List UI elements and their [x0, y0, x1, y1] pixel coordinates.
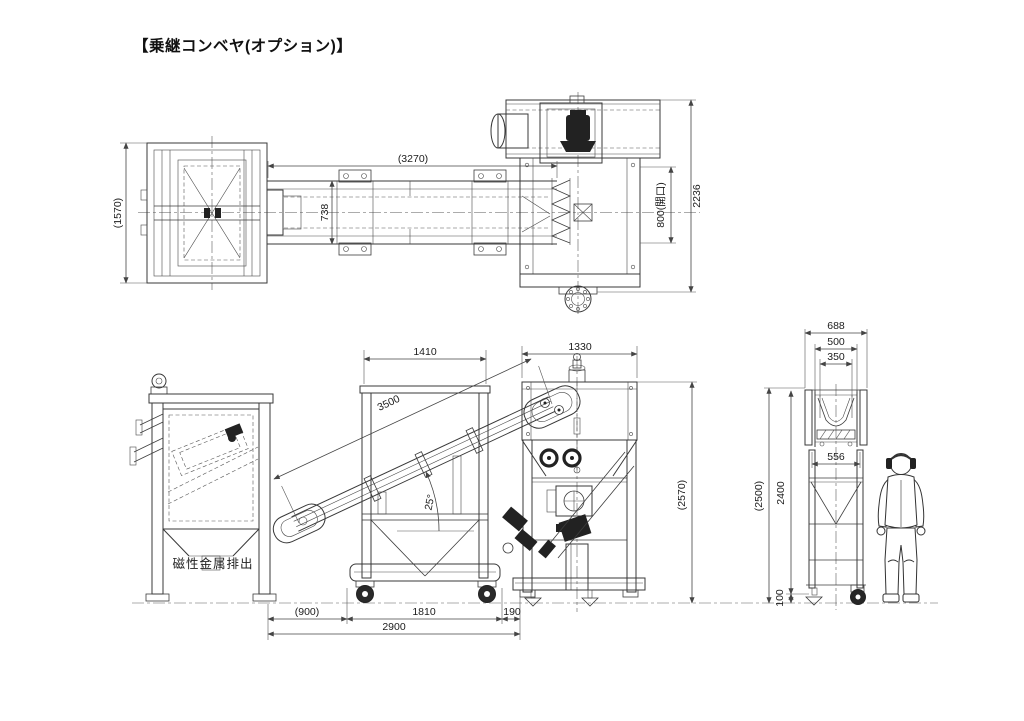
dim-chute-width: 350 [827, 351, 845, 363]
dim-station-height: (2570) [676, 480, 688, 510]
worker-hand [916, 526, 926, 536]
dim-separator-width: (1570) [112, 198, 124, 228]
dim-overall-width: 688 [827, 320, 845, 332]
magnetic-discharge-label: 磁性金属排出 [172, 556, 253, 571]
worker-boot [902, 593, 920, 603]
dim-incline-angle: 25° [423, 493, 438, 511]
ear-protector-icon [886, 458, 892, 469]
dim-conveyor-length: (3270) [398, 153, 428, 165]
dim-wheel-span: 1810 [412, 606, 436, 618]
ear-protector-icon [910, 458, 916, 469]
dim-left-span: (900) [295, 606, 320, 618]
dim-hopper-width: 1330 [568, 341, 592, 353]
front-elevation: 磁性金属排出 [129, 341, 938, 640]
drive-motor-icon [560, 110, 596, 152]
dim-frame-width: 1410 [413, 346, 437, 358]
dim-frame-height: 2400 [775, 481, 787, 505]
plan-transfer-conveyor [266, 169, 557, 256]
worker-hand [876, 526, 886, 536]
dim-frame-width-side: 556 [827, 451, 845, 463]
plan-hopper-station [490, 95, 661, 313]
plan-view: (1570) (3270) 738 2236 800(開口) [112, 92, 703, 316]
worker-legs [884, 527, 918, 595]
hopper-station-front [502, 353, 646, 612]
dim-upper-width: 500 [827, 336, 845, 348]
inclined-conveyor [272, 385, 581, 544]
dim-caster-height: 100 [774, 589, 786, 607]
front-left-separator: 磁性金属排出 [129, 373, 277, 602]
dim-rear-span: 190 [503, 606, 521, 618]
worker-boot [882, 593, 900, 603]
dim-belt-length: 3500 [376, 393, 402, 414]
dim-total-span: 2900 [382, 621, 406, 633]
plan-left-separator [140, 142, 268, 284]
dim-overall-height: (2500) [753, 481, 765, 511]
dim-conveyor-width: 738 [319, 204, 331, 222]
plan-dimensions: (1570) (3270) 738 2236 800(開口) [112, 99, 703, 293]
worker-figure [876, 453, 926, 603]
dim-station-depth: 2236 [691, 184, 703, 208]
dim-opening: 800(開口) [655, 182, 667, 228]
side-dimensions: 688 500 350 556 (2500) 2400 100 [753, 320, 868, 607]
drawing-title: 【乗継コンベヤ(オプション)】 [133, 36, 352, 55]
side-elevation: 688 500 350 556 (2500) 2400 100 [753, 320, 868, 610]
